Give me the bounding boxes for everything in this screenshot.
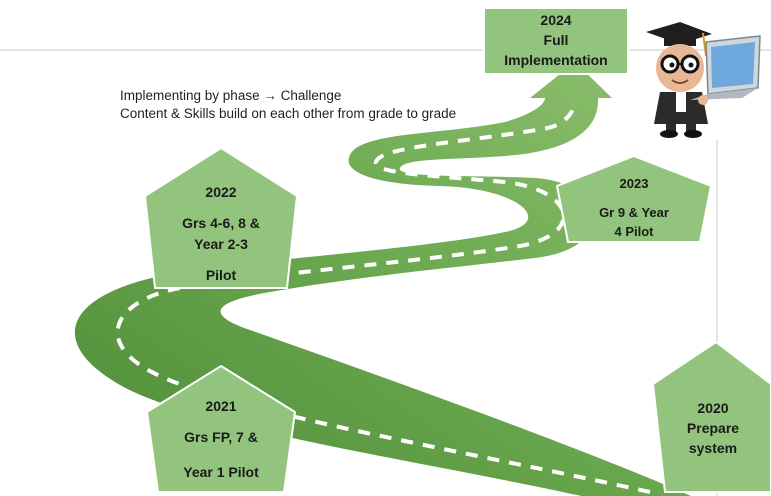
milestone-2022-line2: Year 2-3 (194, 236, 248, 252)
milestone-2022-line3: Pilot (205, 267, 237, 283)
milestone-2021-line1: Grs FP, 7 & (184, 429, 258, 445)
milestone-2021-shape (145, 364, 297, 493)
milestone-2020-shape (651, 340, 771, 493)
milestone-2024: 2024 Full Implementation (484, 10, 628, 70)
milestone-2023-shape (555, 154, 713, 243)
milestone-2022-year: 2022 (205, 184, 237, 200)
milestone-2022: 2022 Grs 4-6, 8 & Year 2-3 Pilot (148, 182, 294, 286)
milestone-2022-shape (143, 146, 299, 289)
intro-line-1: Implementing by phase → Challenge (120, 88, 342, 103)
graduate-with-laptop-icon (646, 22, 761, 138)
milestone-2020-line2: system (688, 440, 738, 456)
milestone-2023-year: 2023 (619, 176, 649, 191)
milestone-2023-line2: 4 Pilot (614, 224, 654, 239)
intro-line-2: Content & Skills build on each other fro… (120, 106, 457, 121)
milestone-2021-line2: Year 1 Pilot (183, 464, 259, 480)
milestone-2024-line1: Full (543, 32, 569, 48)
milestone-2023: 2023 Gr 9 & Year 4 Pilot (560, 174, 708, 241)
milestone-2024-year: 2024 (540, 12, 572, 28)
milestone-2021: 2021 Grs FP, 7 & Year 1 Pilot (150, 396, 292, 483)
milestone-2023-line1: Gr 9 & Year (599, 205, 669, 220)
milestone-2022-line1: Grs 4-6, 8 & (182, 215, 260, 231)
milestone-2024-box (483, 7, 629, 75)
milestone-2020-year: 2020 (697, 400, 729, 416)
road-center-dashes (115, 101, 651, 494)
milestone-2020: 2020 Prepare system (656, 398, 770, 458)
milestone-2024-line2: Implementation (504, 52, 608, 68)
milestone-2020-line1: Prepare (686, 420, 740, 436)
milestone-2021-year: 2021 (205, 398, 237, 414)
